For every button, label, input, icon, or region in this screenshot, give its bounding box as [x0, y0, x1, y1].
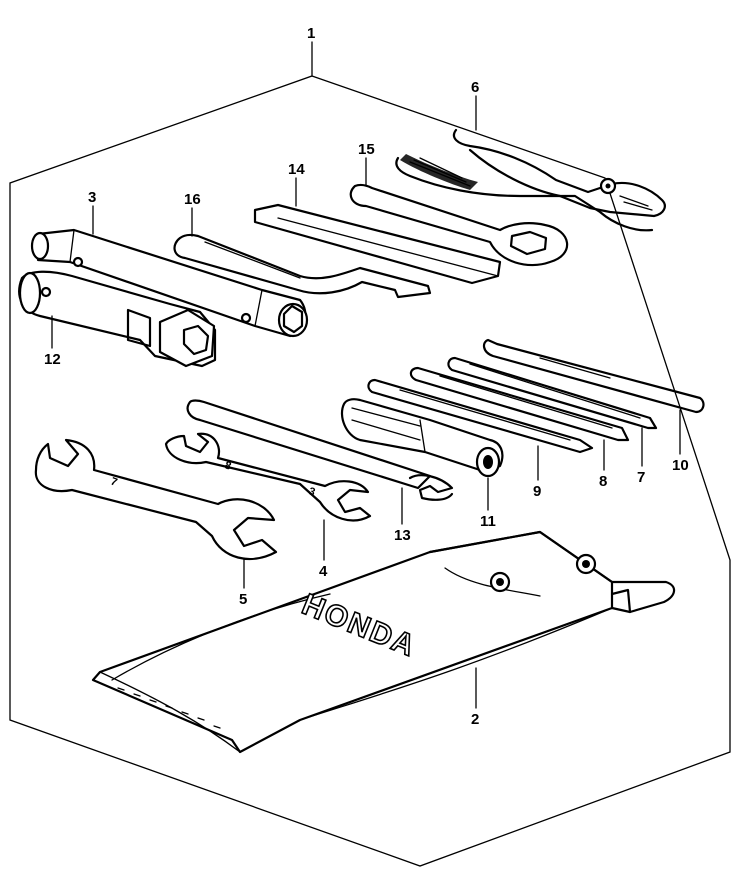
callout-7: 7 [637, 469, 645, 486]
callout-1: 1 [307, 25, 315, 42]
callout-3: 3 [88, 189, 96, 206]
wrench-5-size-stamp: 7 [109, 476, 119, 489]
callout-4: 4 [319, 563, 328, 580]
callout-2: 2 [471, 711, 479, 728]
pouch-stitching [117, 687, 221, 729]
open-end-wrench-5: 7 [34, 438, 278, 560]
callout-6: 6 [471, 79, 479, 96]
pin-spanner-16 [173, 233, 432, 299]
callout-14: 14 [288, 161, 305, 178]
callout-numbers: 1 3 16 14 15 6 12 10 7 8 9 11 13 4 5 2 [44, 25, 689, 728]
pliers-6 [395, 128, 666, 232]
flat-bar-14 [253, 203, 502, 285]
leader-lines [51, 41, 681, 709]
callout-13: 13 [394, 527, 411, 544]
screwdriver-blade-9 [367, 378, 594, 454]
extension-bar-13 [186, 399, 432, 490]
assembly-boundary [9, 75, 731, 867]
wrench-4-size-stamp-b: 3 [307, 485, 317, 498]
callout-8: 8 [599, 473, 607, 490]
box-wrench-3 [30, 228, 309, 338]
box-spanner-15 [349, 183, 569, 267]
tool-pouch-2: HONDA [91, 530, 676, 754]
open-end-wrench-4b [408, 474, 454, 501]
socket-wrench-12 [18, 270, 217, 368]
callout-10: 10 [672, 457, 689, 474]
callout-11: 11 [480, 513, 496, 530]
callout-15: 15 [358, 141, 375, 158]
open-end-wrench-4: 8 3 [164, 432, 372, 522]
screwdriver-handle-10 [482, 338, 705, 414]
pouch-brand-logo: HONDA [297, 588, 421, 664]
wrench-4-size-stamp-a: 8 [223, 459, 233, 472]
callout-5: 5 [239, 591, 247, 608]
screwdriver-blade-7 [447, 356, 658, 430]
screwdriver-grip-11 [340, 398, 504, 478]
callout-9: 9 [533, 483, 541, 500]
callout-12: 12 [44, 351, 61, 368]
callout-16: 16 [184, 191, 201, 208]
screwdriver-blade-8 [409, 366, 630, 442]
